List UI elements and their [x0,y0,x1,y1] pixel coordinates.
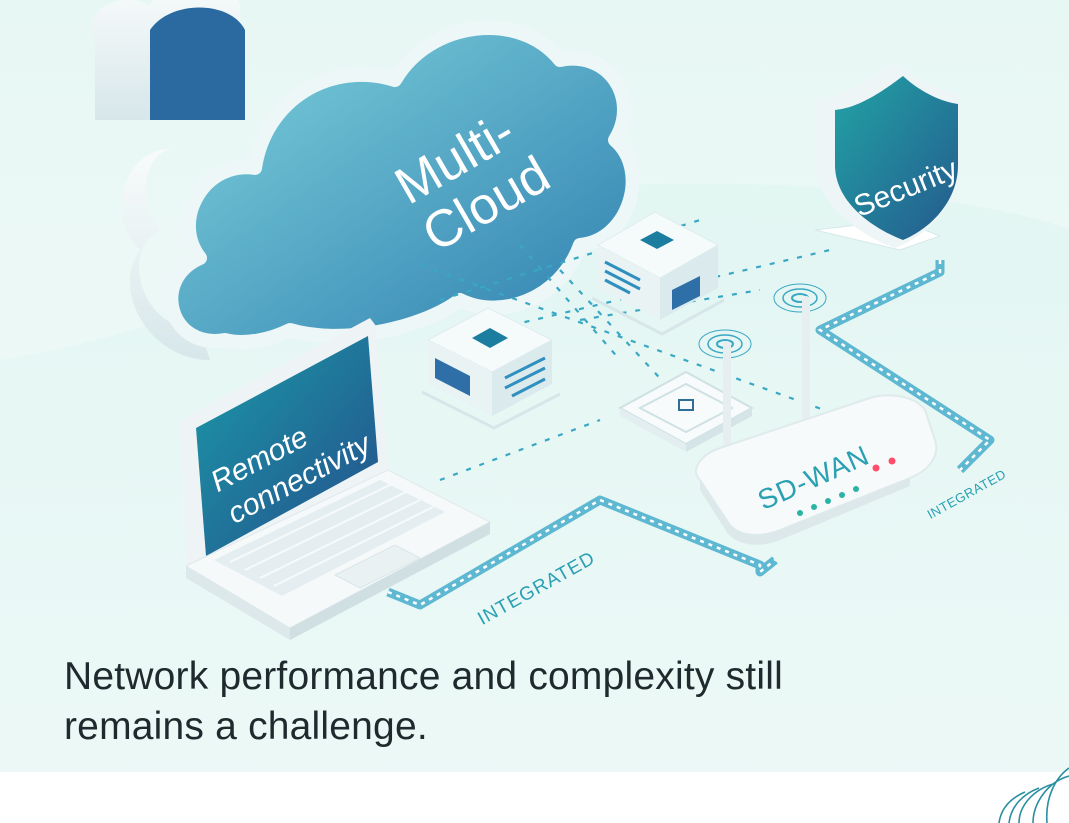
integrated-cable-right [815,260,995,474]
router-status-lights [797,457,896,516]
caption-text: Network performance and complexity still… [64,652,884,752]
security-shield-icon: Security [814,62,962,251]
decorative-swirl-icon [998,767,1069,823]
caption-line-1: Network performance and complexity still [64,655,783,698]
network-diagram: Multi- Cloud Security [0,0,1069,772]
illustration-panel: Multi- Cloud Security [0,0,1069,772]
caption-line-2: remains a challenge. [64,705,428,748]
laptop-icon: Remote connectivity [180,318,492,640]
access-point-icon [617,370,755,452]
integrated-cable-left [386,495,778,610]
multi-cloud-icon: Multi- Cloud [91,0,640,360]
server-icon-top [591,211,725,336]
server-icon-middle [421,307,561,430]
sd-wan-router-icon: SD-WAN [695,296,938,545]
